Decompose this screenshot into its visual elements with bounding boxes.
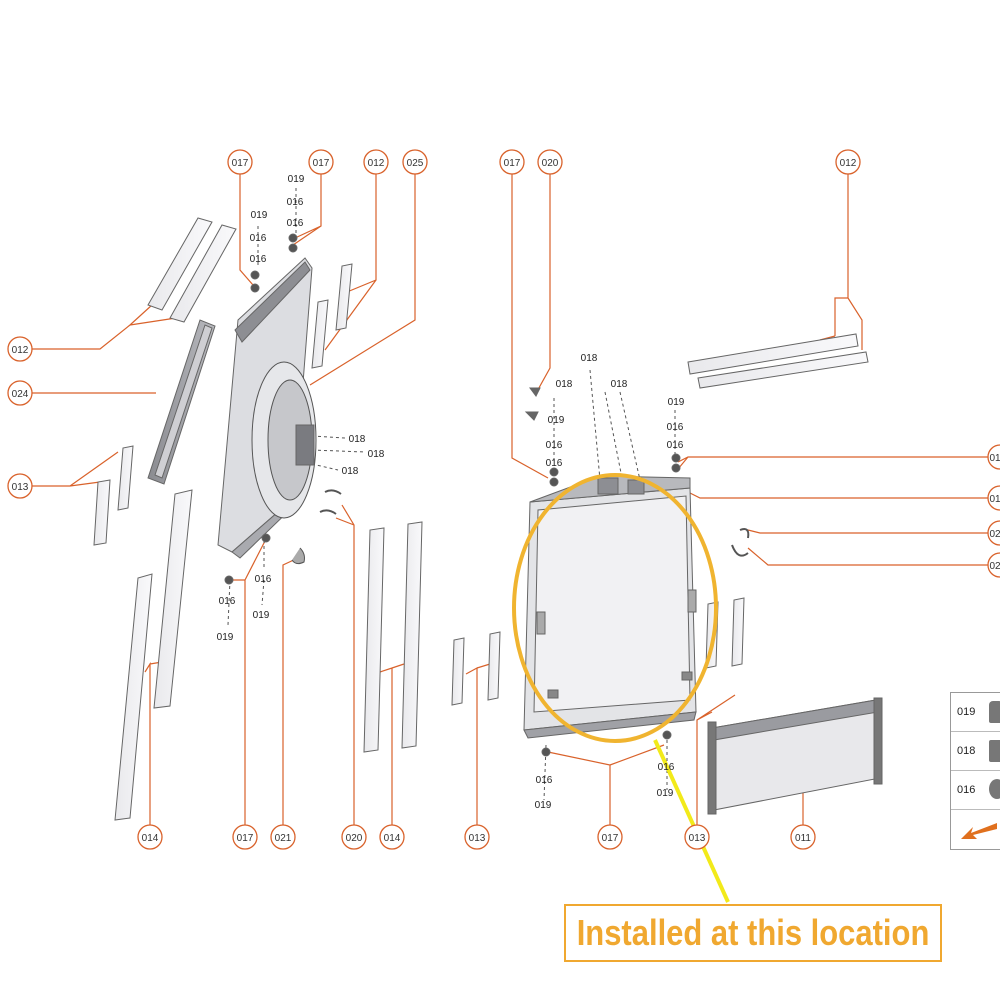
part-label-016: 016: [219, 596, 236, 607]
legend-label: 016: [957, 784, 976, 796]
callout-021: 021: [275, 833, 292, 844]
part-label-016: 016: [287, 197, 304, 208]
callout-020-b: 020: [346, 833, 363, 844]
part-label-016: 016: [546, 440, 563, 451]
part-label-016: 016: [667, 440, 684, 451]
part-label-019: 019: [288, 174, 305, 185]
callout-017-e: 017: [602, 833, 619, 844]
part-label-019: 019: [657, 788, 674, 799]
part-label-016: 016: [658, 762, 675, 773]
installation-highlight-ellipse: [512, 473, 718, 743]
legend-label: 018: [957, 745, 976, 757]
callout-017-a: 017: [232, 158, 249, 169]
callout-012-c: 012: [12, 345, 29, 356]
installation-pointer-line: [653, 739, 730, 903]
part-label-018: 018: [342, 466, 359, 477]
part-label-019: 019: [217, 632, 234, 643]
callout-020-a: 020: [542, 158, 559, 169]
part-label-016: 016: [250, 233, 267, 244]
callout-014-a: 014: [142, 833, 159, 844]
callout-017-b: 017: [313, 158, 330, 169]
screw-icon: [989, 740, 1000, 762]
banner-text: Installed at this location: [576, 912, 930, 953]
part-label-019: 019: [535, 800, 552, 811]
part-label-018: 018: [556, 379, 573, 390]
legend-row-018: 018: [951, 732, 1000, 771]
right-radiator-assembly: [523, 387, 750, 757]
right-parts: [687, 333, 883, 815]
left-radiator-assembly: [93, 217, 353, 821]
callout-circles: [7, 149, 1000, 850]
installation-location-banner: Installed at this location: [564, 904, 942, 962]
callout-right-1: 01: [989, 453, 1000, 464]
callout-024: 024: [12, 389, 29, 400]
callout-013-c: 013: [689, 833, 706, 844]
part-label-016: 016: [250, 254, 267, 265]
part-label-019: 019: [548, 415, 565, 426]
part-label-016: 016: [255, 574, 272, 585]
callout-right-4: 02: [989, 561, 1000, 572]
grommet-icon: [989, 779, 1000, 799]
callout-017-c: 017: [504, 158, 521, 169]
middle-bars: [363, 521, 501, 753]
part-label-016: 016: [536, 775, 553, 786]
callout-right-3: 02: [989, 529, 1000, 540]
part-label-019: 019: [251, 210, 268, 221]
legend-row-016: 016: [951, 771, 1000, 810]
callout-014-b: 014: [384, 833, 401, 844]
part-label-019: 019: [668, 397, 685, 408]
callout-017-d: 017: [237, 833, 254, 844]
legend-label: 019: [957, 706, 976, 718]
part-label-018: 018: [581, 353, 598, 364]
part-label-016: 016: [287, 218, 304, 229]
legend-row-019: 019: [951, 693, 1000, 732]
part-label-016: 016: [546, 458, 563, 469]
callout-011: 011: [795, 833, 811, 844]
part-label-019: 019: [253, 610, 270, 621]
bolt-icon: [989, 701, 1000, 723]
callout-013-a: 013: [12, 482, 29, 493]
part-label-018: 018: [368, 449, 385, 460]
parts-legend: 019 018 016: [950, 692, 1000, 850]
part-label-018: 018: [611, 379, 628, 390]
part-label-016: 016: [667, 422, 684, 433]
direction-arrow-icon: [961, 823, 997, 839]
callout-right-2: 01: [989, 494, 1000, 505]
callout-012-a: 012: [368, 158, 385, 169]
callout-012-b: 012: [840, 158, 857, 169]
part-label-018: 018: [349, 434, 366, 445]
callout-025: 025: [407, 158, 424, 169]
callout-013-b: 013: [469, 833, 486, 844]
